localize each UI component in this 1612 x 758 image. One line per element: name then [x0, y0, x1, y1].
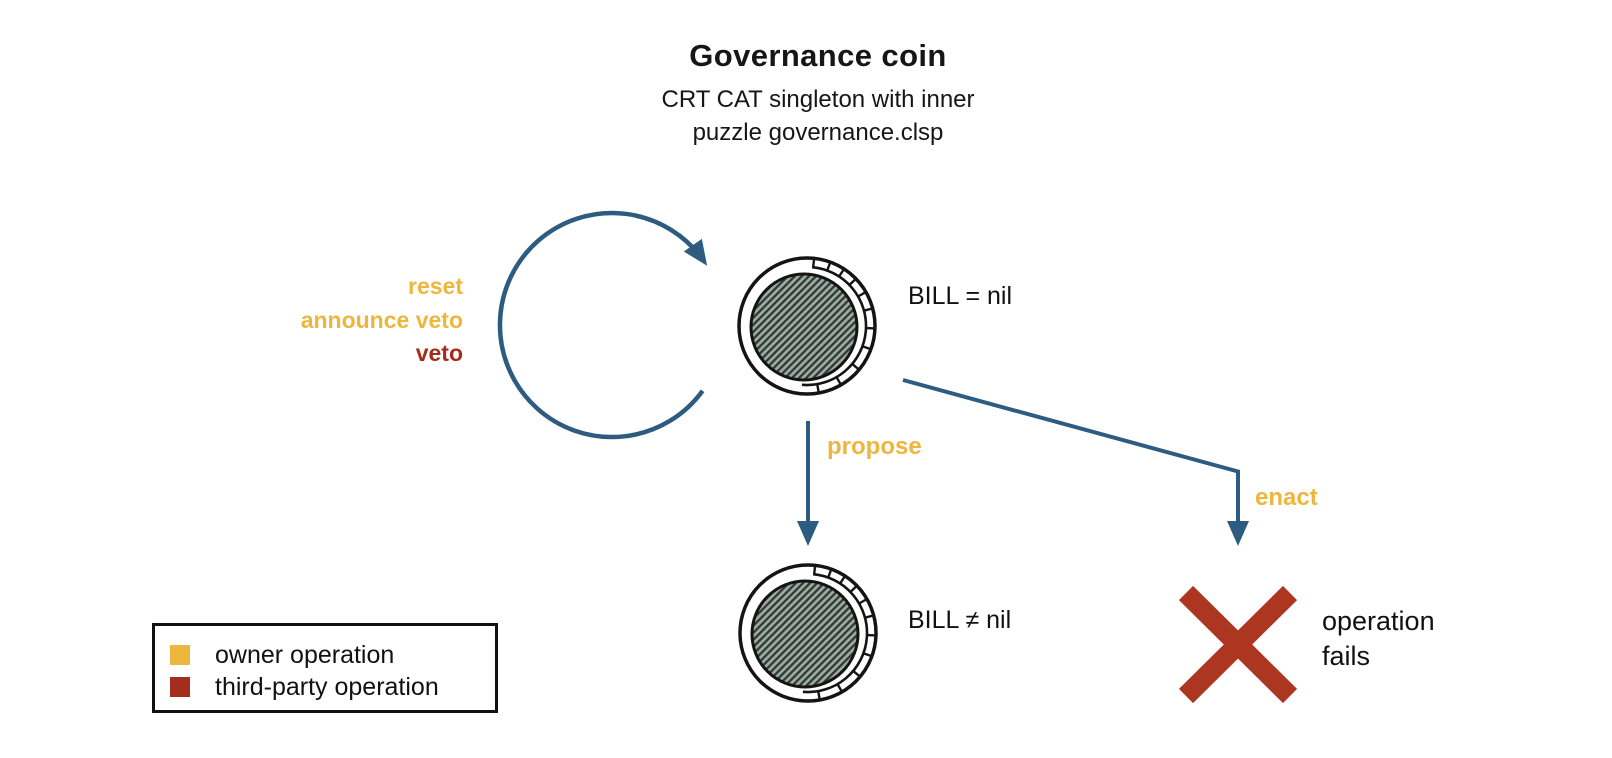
action-label-reset: reset: [408, 273, 463, 299]
header: Governance coin CRT CAT singleton with i…: [318, 38, 1318, 149]
fail-label-line-2: fails: [1322, 641, 1371, 671]
subtitle-line-1: CRT CAT singleton with inner: [661, 86, 975, 113]
action-label-veto: veto: [415, 340, 463, 366]
action-label-propose: propose: [827, 433, 922, 460]
legend-item-third-party: third-party operation: [170, 671, 495, 703]
enact-arrow: [902, 378, 1249, 546]
legend-third-party-label: third-party operation: [215, 672, 439, 701]
state-label-bill-nil: BILL = nil: [908, 282, 1013, 310]
legend-box: owner operation third-party operation: [152, 623, 498, 713]
subtitle-line-2: puzzle governance.clsp: [692, 119, 944, 146]
self-loop-arrow: [497, 210, 708, 440]
legend-owner-label: owner operation: [215, 640, 395, 669]
page-title: Governance coin: [689, 38, 947, 73]
third-party-swatch-icon: [170, 677, 190, 697]
page-subtitle: CRT CAT singleton with inner puzzle gove…: [318, 83, 1318, 149]
legend-item-owner: owner operation: [170, 639, 495, 671]
action-label-announce-veto: announce veto: [300, 306, 463, 333]
fail-label-line-1: operation: [1322, 606, 1435, 636]
fail-x-icon: [1178, 585, 1298, 704]
owner-swatch-icon: [170, 645, 190, 665]
state-label-bill-set: BILL ≠ nil: [908, 606, 1012, 634]
fail-label: operation fails: [1322, 604, 1435, 674]
self-loop-labels: reset announce veto veto: [301, 270, 463, 371]
action-label-enact: enact: [1255, 484, 1318, 511]
coin-bill-nil-icon: [737, 256, 877, 396]
coin-bill-set-icon: [738, 563, 878, 703]
